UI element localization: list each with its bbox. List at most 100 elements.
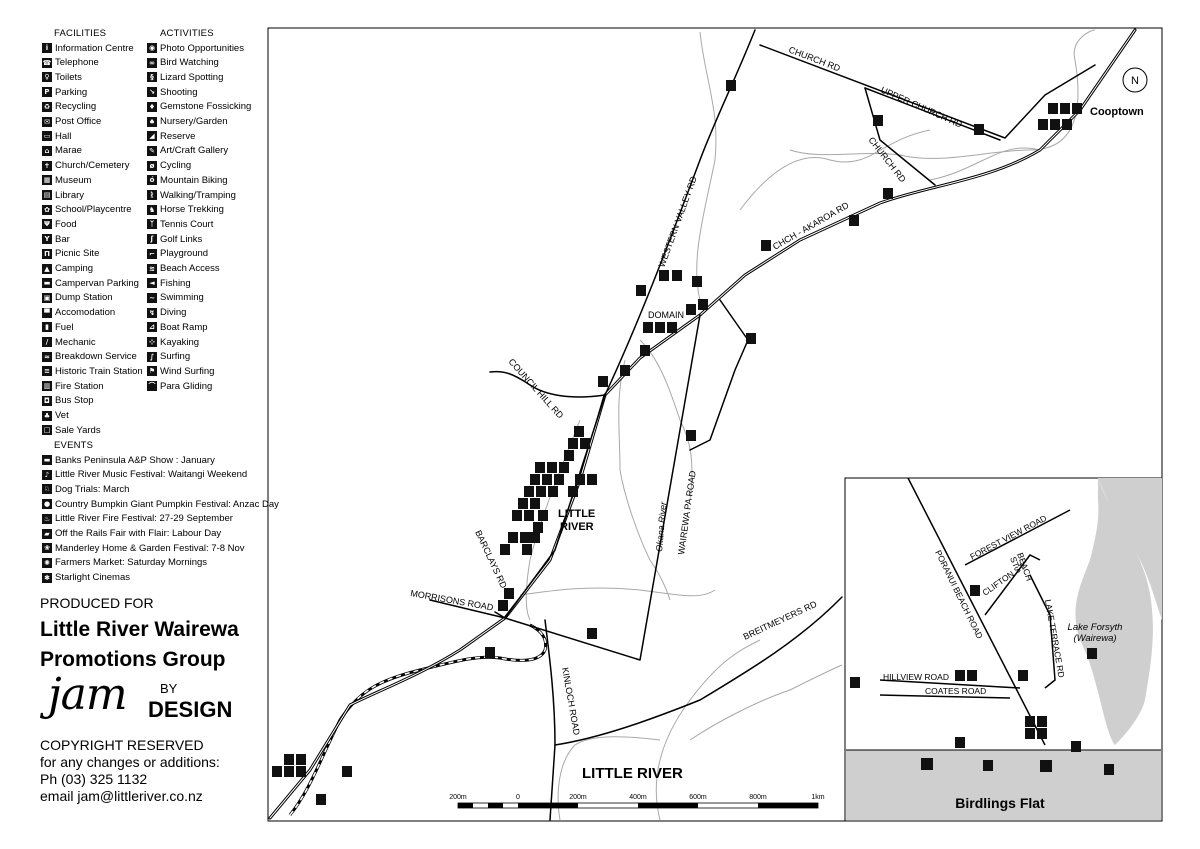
- church-icon: [498, 600, 508, 611]
- accomodation-icon: [746, 333, 756, 344]
- legend-item-label: Parking: [55, 86, 88, 98]
- bird-icon: [504, 588, 514, 599]
- legend-symbol-icon: ∞: [147, 57, 157, 68]
- library-icon: [587, 474, 597, 485]
- legend-item-label: Kayaking: [160, 336, 200, 348]
- legend-symbol-icon: §: [147, 72, 157, 83]
- legend-item-label: Art/Craft Gallery: [160, 145, 229, 157]
- recycling-icon: [542, 474, 552, 485]
- legend-symbol-icon: ●: [42, 499, 52, 510]
- legend-item: ⚑Wind Surfing: [147, 364, 214, 378]
- bar-icon: [568, 438, 578, 449]
- legend-item: ☎Telephone: [42, 56, 99, 70]
- legend-item-label: Dump Station: [55, 292, 113, 304]
- legend-item: ⌂Marae: [42, 144, 82, 158]
- picnic-icon: [655, 322, 665, 333]
- legend-item: ✉Post Office: [42, 115, 101, 129]
- toilets-icon: [1025, 716, 1035, 727]
- road-label-church-rd-2: CHURCH RD: [866, 135, 908, 184]
- road-label-kinloch-road: KINLOCH ROAD: [560, 667, 582, 737]
- mechanic-icon: [1050, 119, 1060, 130]
- legend-symbol-icon: ◘: [42, 395, 52, 406]
- legend-symbol-icon: ᚱ: [147, 190, 157, 200]
- legend-symbol-icon: ◄: [147, 278, 157, 289]
- legend-symbol-icon: ✺: [42, 557, 52, 568]
- legend-item: ♞Horse Trekking: [147, 203, 224, 217]
- scale-tick-label: 800m: [749, 794, 767, 801]
- legend-item-label: Library: [55, 189, 85, 201]
- activities-heading: ACTIVITIES: [160, 28, 214, 39]
- church-icon: [974, 124, 984, 135]
- legend-item-label: Bird Watching: [160, 57, 219, 69]
- birdlings-flat-inset: FOREST VIEW ROAD BEACH ST CLIFTON ST POR…: [844, 477, 1163, 822]
- picnic-icon: [1037, 716, 1047, 727]
- legend-item: ⊹Kayaking: [147, 335, 199, 349]
- accomodation-icon: [559, 462, 569, 473]
- walking-icon: [587, 628, 597, 639]
- breakdown-icon: [1062, 119, 1072, 130]
- legend-item-label: Bar: [55, 233, 70, 245]
- legend-symbol-icon: □: [42, 425, 52, 436]
- legend-symbol-icon: ▀: [42, 307, 52, 318]
- legend-symbol-icon: ✎: [147, 145, 157, 156]
- legend-symbol-icon: ◢: [147, 131, 157, 142]
- accomodation-icon: [967, 670, 977, 681]
- road-label-hillview: HILLVIEW ROAD: [883, 672, 949, 682]
- road-label-council-hill-rd: COUNCIL HILL RD: [507, 357, 566, 421]
- legend-item-label: Post Office: [55, 116, 102, 127]
- hall-icon: [686, 304, 696, 315]
- legend-symbol-icon: ▲: [42, 263, 52, 274]
- legend-symbol-icon: ⌒: [147, 381, 157, 392]
- legend-item-label: Information Centre: [55, 42, 134, 54]
- legend-item-label: Historic Train Station: [55, 365, 143, 377]
- by-label: BY: [160, 681, 178, 696]
- legend-item: ▦Museum: [42, 173, 91, 187]
- legend-symbol-icon: ↘: [147, 87, 157, 98]
- scale-tick-label: 200m: [569, 794, 587, 801]
- legend-item-label: Tennis Court: [160, 218, 214, 230]
- walking-icon: [873, 115, 883, 126]
- legend-item-label: Hall: [55, 130, 72, 142]
- legend-item-label: Gemstone Fossicking: [160, 101, 252, 113]
- legend-symbol-icon: ⚑: [147, 366, 157, 377]
- legend-symbol-icon: ⊿: [147, 322, 157, 333]
- legend-symbol-icon: ó: [147, 175, 157, 186]
- legend-symbol-icon: i: [42, 43, 52, 53]
- legend-item-label: Playground: [160, 248, 209, 260]
- legend-item-label: Horse Trekking: [160, 204, 224, 216]
- legend-symbol-icon: ≋: [147, 263, 157, 274]
- walking-icon: [726, 80, 736, 91]
- legend-item-label: Church/Cemetery: [55, 160, 130, 172]
- parking-icon: [538, 510, 548, 521]
- legend-symbol-icon: ◉: [147, 43, 157, 53]
- legend-item-label: Starlight Cinemas: [55, 572, 130, 584]
- legend-item: ∫Surfing: [147, 350, 190, 364]
- rail-line-dashes: [289, 624, 547, 816]
- legend-item-label: Off the Rails Fair with Flair: Labour Da…: [55, 528, 222, 539]
- fishing-icon: [342, 766, 352, 777]
- beach-access-icon: [1037, 728, 1047, 739]
- tennis-icon: [692, 276, 702, 287]
- inset-title: Birdlings Flat: [955, 795, 1045, 811]
- legend-symbol-icon: ▤: [42, 190, 52, 200]
- museum-icon: [850, 677, 860, 688]
- legend-symbol-icon: ⌂: [42, 145, 52, 156]
- legend-item: ✿School/Playcentre: [42, 203, 132, 217]
- legend-item-label: Recycling: [55, 101, 97, 113]
- legend-item: ▬Banks Peninsula A&P Show : January: [42, 453, 215, 467]
- food-icon: [296, 754, 306, 765]
- org-name-line2: Promotions Group: [40, 648, 226, 671]
- legend-item: ♻Recycling: [42, 100, 96, 114]
- scale-tick-label: 0: [516, 794, 520, 801]
- no-swimming-icon: [921, 758, 933, 770]
- legend-item: ≈Breakdown Service: [42, 350, 137, 364]
- marae-icon: [530, 474, 540, 485]
- vet-icon: [533, 522, 543, 533]
- legend-symbol-icon: Y: [42, 234, 52, 245]
- scale-tick-label: 600m: [689, 794, 707, 801]
